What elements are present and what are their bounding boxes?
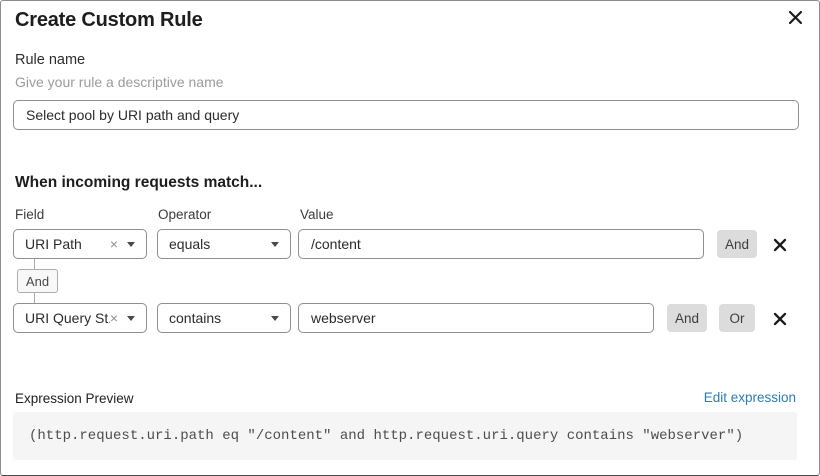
row2-field-select[interactable]: URI Query St... × [13,303,147,333]
row2-operator-value: contains [169,310,222,326]
row1-and-button[interactable]: And [717,230,757,258]
row1-operator-select[interactable]: equals [157,229,291,259]
column-label-value: Value [300,207,334,222]
row1-remove-icon[interactable] [771,236,788,253]
row1-field-value: URI Path [25,236,82,252]
match-heading: When incoming requests match... [15,174,263,191]
connector-and-badge: And [17,269,58,293]
expression-code: (http.request.uri.path eq "/content" and… [29,428,744,444]
row1-field-select[interactable]: URI Path × [13,229,147,259]
row1-value-input[interactable] [298,229,704,259]
row2-or-button[interactable]: Or [719,304,755,332]
row1-field-clear-icon[interactable]: × [109,236,118,252]
edit-expression-link[interactable]: Edit expression [703,390,796,405]
rule-name-input[interactable] [13,100,799,130]
close-icon[interactable] [785,7,805,27]
column-label-operator: Operator [158,207,212,222]
row2-and-button[interactable]: And [667,304,707,332]
chevron-down-icon [271,315,279,321]
dialog-title: Create Custom Rule [15,9,203,31]
rule-name-helper: Give your rule a descriptive name [15,74,224,90]
row2-operator-select[interactable]: contains [157,303,291,333]
row2-field-clear-icon[interactable]: × [109,310,118,326]
expression-code-block: (http.request.uri.path eq "/content" and… [13,412,797,460]
chevron-down-icon [271,241,279,247]
chevron-down-icon [127,241,135,247]
row2-remove-icon[interactable] [771,310,788,327]
row2-field-value: URI Query St... [25,310,110,326]
chevron-down-icon [127,315,135,321]
column-label-field: Field [15,207,45,222]
expression-preview-label: Expression Preview [15,391,134,406]
row2-value-input[interactable] [298,303,654,333]
row1-operator-value: equals [169,236,211,252]
rule-name-label: Rule name [15,52,86,68]
